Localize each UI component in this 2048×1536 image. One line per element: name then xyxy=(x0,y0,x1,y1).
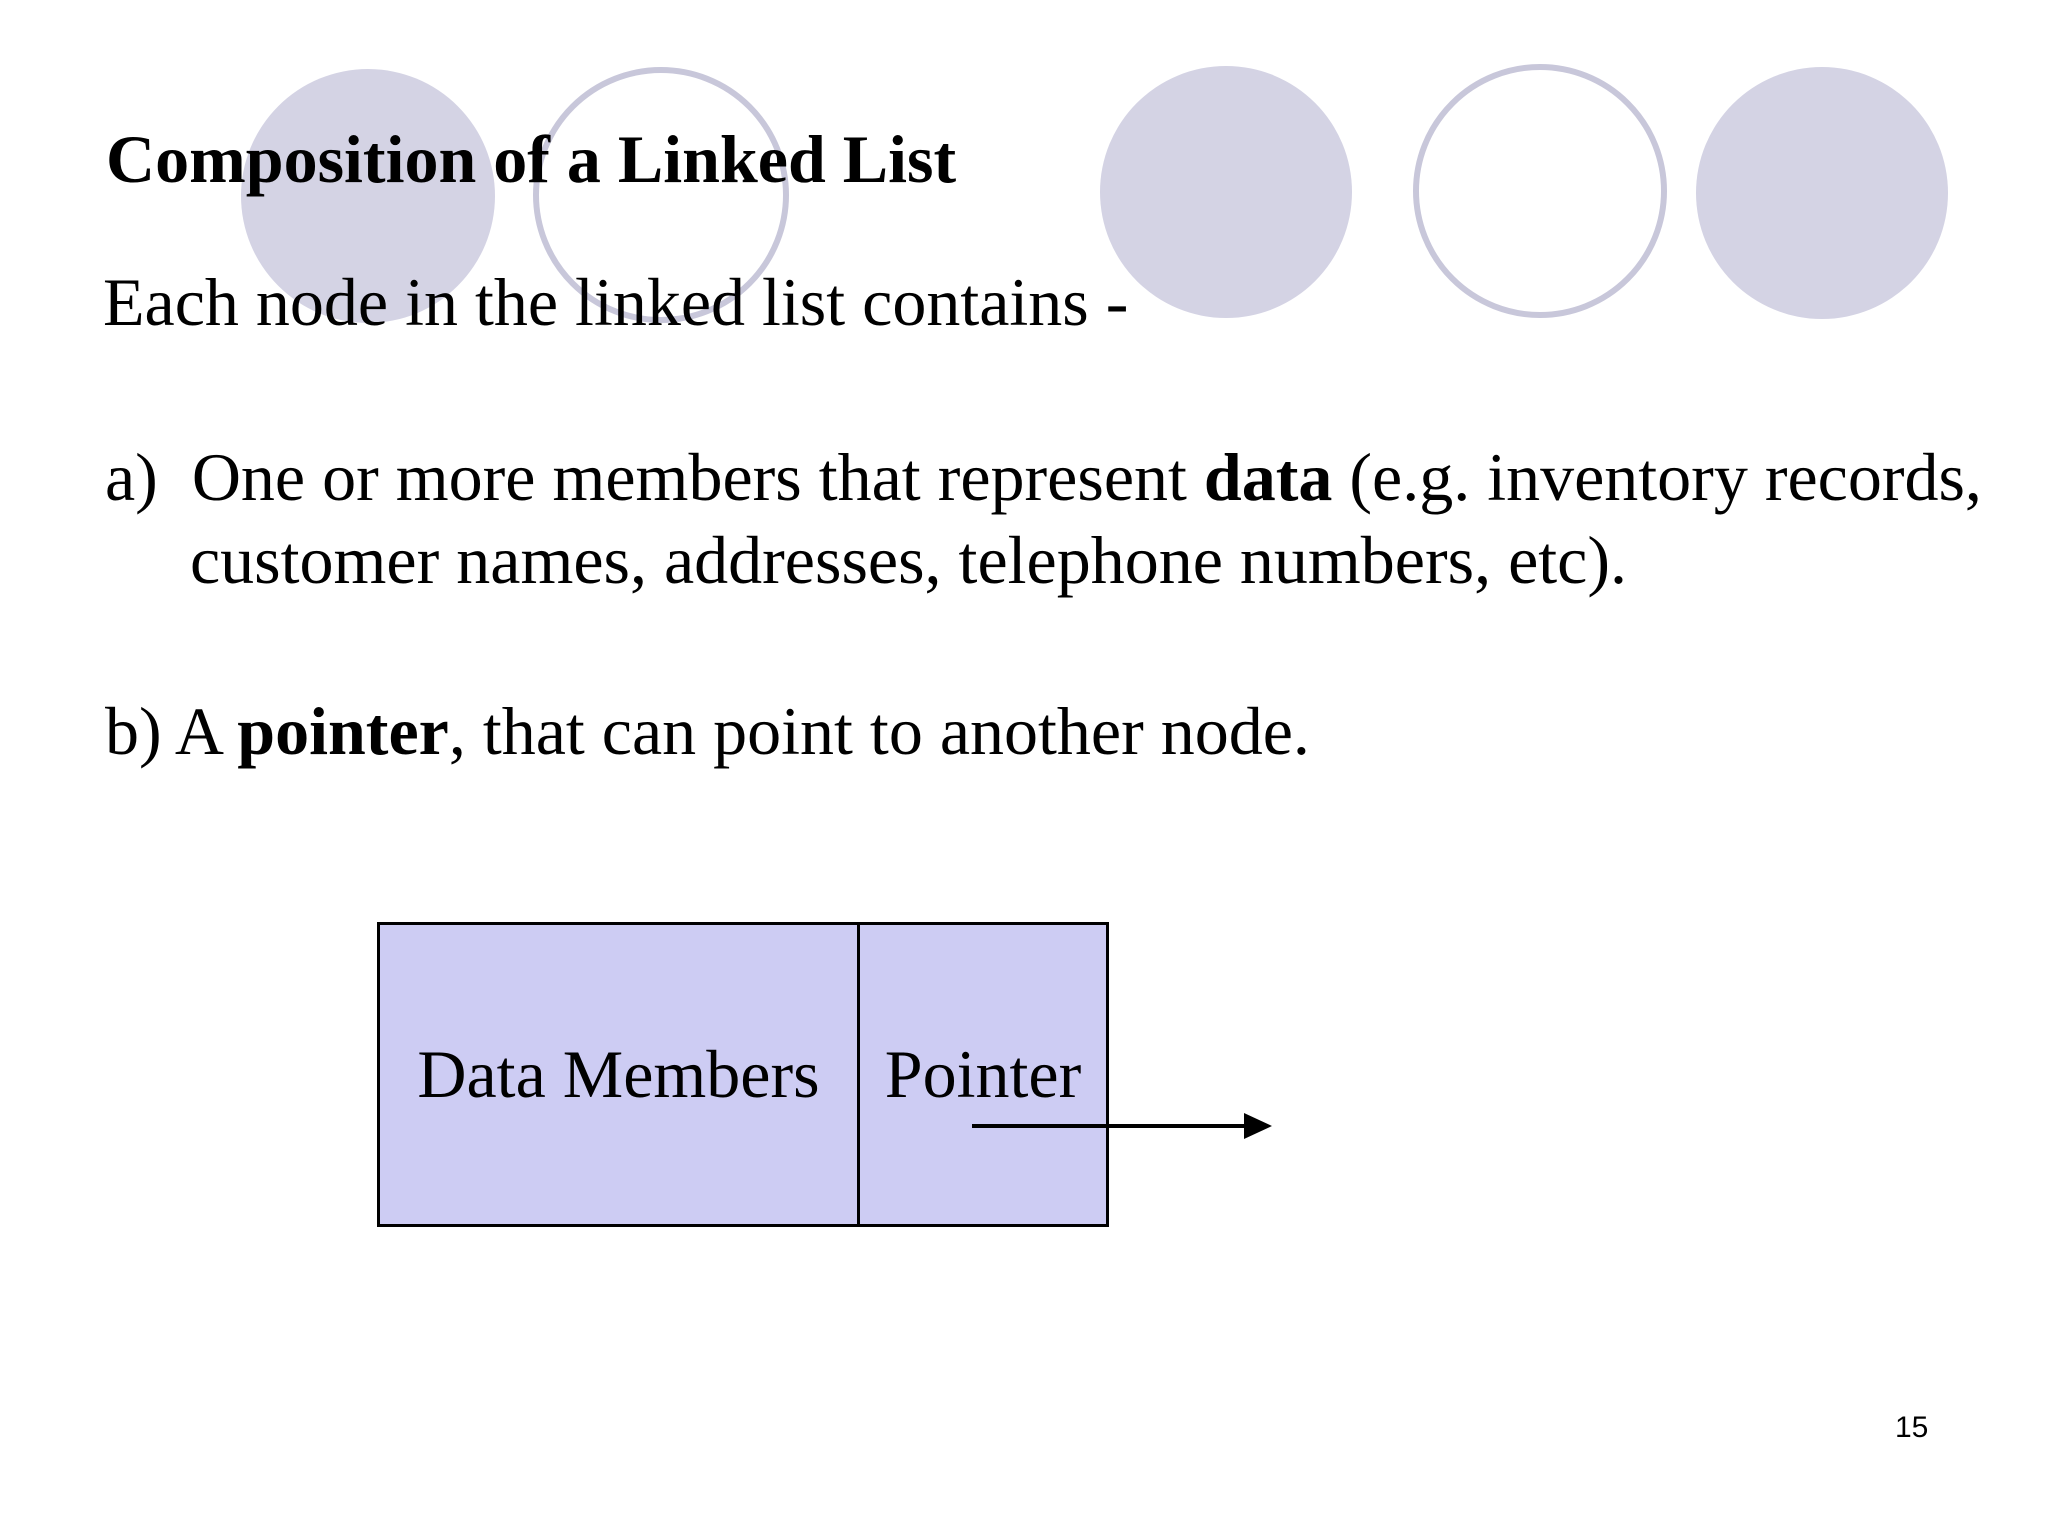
bullet-b-text-2: , that can point to another node. xyxy=(448,693,1310,769)
data-members-cell: Data Members xyxy=(380,925,860,1224)
decorative-circle-filled-2 xyxy=(1100,66,1352,318)
bullet-a-bold-word: data xyxy=(1203,439,1333,515)
bullet-b-bold-word: pointer xyxy=(237,693,449,769)
linked-list-node-diagram: Data Members Pointer xyxy=(377,922,1109,1227)
intro-text: Each node in the linked list contains - xyxy=(103,264,1129,340)
bullet-a: a) One or more members that represent da… xyxy=(105,436,2048,602)
bullet-b-text-1: A xyxy=(161,693,238,769)
decorative-circle-filled-1 xyxy=(241,69,495,323)
pointer-arrow-line xyxy=(972,1124,1246,1128)
pointer-arrow-head xyxy=(1244,1113,1272,1139)
data-members-label: Data Members xyxy=(417,1036,820,1112)
pointer-label: Pointer xyxy=(884,1036,1082,1112)
bullet-b-label: b) xyxy=(105,693,162,769)
decorative-circle-outlined-1 xyxy=(533,67,789,323)
page-number: 15 xyxy=(1895,1411,1929,1444)
decorative-circle-filled-3 xyxy=(1696,67,1948,319)
decorative-circle-outlined-2 xyxy=(1413,64,1667,318)
bullet-b: b) A pointer, that can point to another … xyxy=(105,690,1310,772)
bullet-a-text-1: One or more members that represent xyxy=(157,439,1204,515)
bullet-a-text-2: (e.g. inventory records, xyxy=(1332,439,1982,515)
slide-title: Composition of a Linked List xyxy=(106,121,957,197)
bullet-a-line-2: customer names, addresses, telephone num… xyxy=(190,522,1627,598)
pointer-cell: Pointer xyxy=(860,925,1106,1224)
bullet-a-label: a) xyxy=(105,439,158,515)
